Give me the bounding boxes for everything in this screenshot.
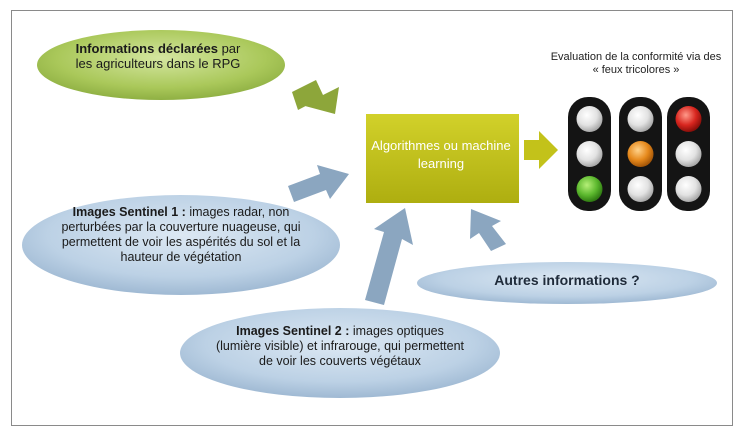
declared-info-description: par les agriculteurs dans le RPG: [75, 41, 241, 72]
declared-info-title: Informations déclarées: [75, 41, 218, 56]
traffic-light-2: [619, 97, 662, 211]
sentinel2-text: Images Sentinel 2 : images optiques (lum…: [215, 324, 465, 368]
arrow-other-to-algorithm: [470, 209, 506, 251]
traffic-light-1: [568, 97, 611, 211]
sentinel2-oval: [180, 308, 500, 398]
orange-light: [627, 141, 654, 167]
arrow-sentinel2-to-algorithm: [365, 208, 413, 305]
other-info-oval: [417, 262, 717, 304]
red-light: [675, 106, 702, 132]
sentinel2-description: images optiques (lumière visible) et inf…: [215, 324, 465, 368]
algorithm-box: [366, 114, 519, 203]
other-info-label: Autres informations ?: [494, 272, 640, 288]
green-light: [576, 176, 603, 202]
arrow-declared-to-algorithm: [292, 80, 339, 114]
algorithm-label: Algorithmes ou machine learning: [371, 138, 511, 171]
declared-info-oval: [37, 30, 285, 100]
sentinel2-title: Images Sentinel 2 :: [236, 324, 350, 338]
declared-info-text: Informations déclarées par les agriculte…: [68, 41, 248, 71]
sentinel1-text: Images Sentinel 1 : images radar, non pe…: [56, 205, 306, 265]
evaluation-label: Evaluation de la conformité via des « fe…: [550, 51, 722, 77]
sentinel1-description: images radar, non perturbées par la couv…: [61, 205, 301, 264]
arrow-algorithm-to-evaluation: [524, 131, 558, 169]
arrow-sentinel1-to-algorithm: [288, 165, 349, 202]
traffic-light-3: [667, 97, 710, 211]
sentinel1-oval: [22, 195, 340, 295]
sentinel1-title: Images Sentinel 1 :: [72, 205, 186, 219]
